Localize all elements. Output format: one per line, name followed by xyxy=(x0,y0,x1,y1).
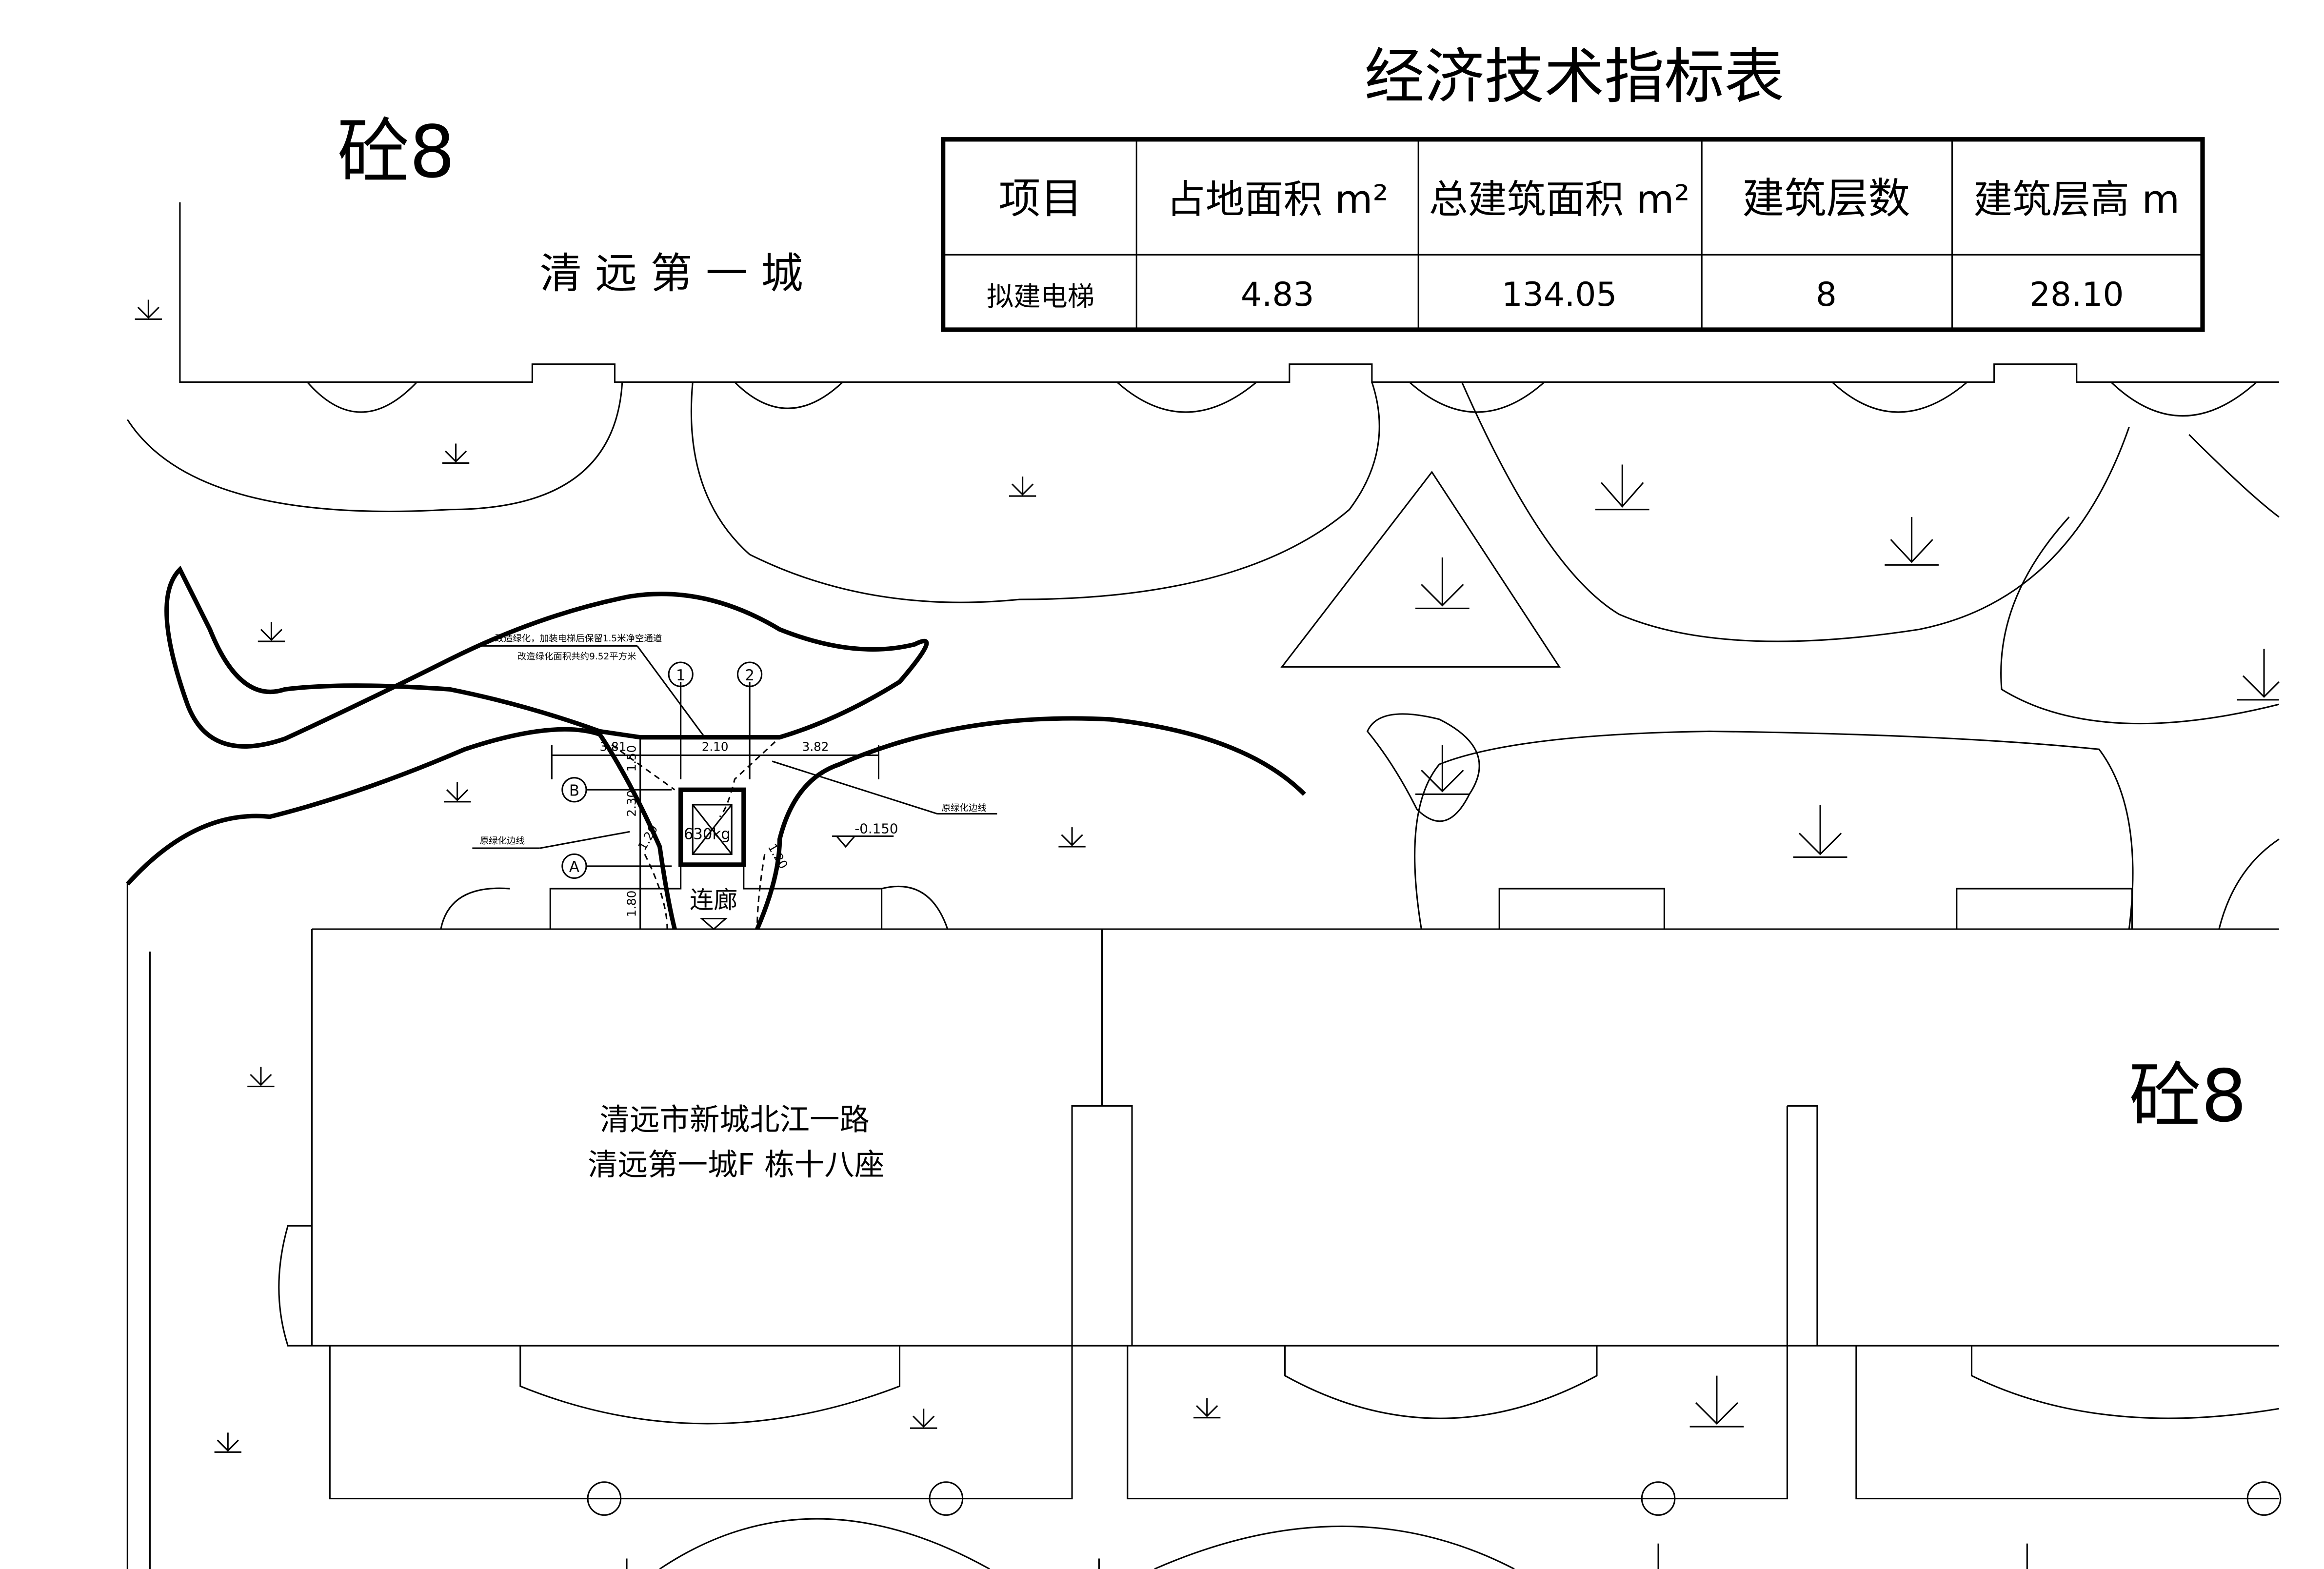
cell-item: 拟建电梯 xyxy=(987,281,1094,313)
elevator-capacity: 630kg xyxy=(684,826,731,843)
dim-v3: 1.80 xyxy=(624,891,638,917)
header-floor-height: 建筑层高 m xyxy=(1973,177,2180,222)
note-line-1: 改造绿化，加装电梯后保留1.5米净空通道 xyxy=(495,634,662,644)
green-boundary-upper xyxy=(164,565,929,749)
cell-floor-height: 28.10 xyxy=(2029,275,2124,314)
concrete-label-right: 砼8 xyxy=(2129,1054,2246,1138)
estate-name: 清 远 第 一 城 xyxy=(540,249,803,298)
dim-left-width: 3.81 xyxy=(600,739,627,754)
drainage-arrow-icons xyxy=(135,299,2280,1569)
dim-v2: 2.30 xyxy=(624,790,638,817)
axis-2: 2 xyxy=(745,667,755,684)
address-line-1: 清远市新城北江一路 xyxy=(600,1103,870,1137)
concrete-label-top: 砼8 xyxy=(338,110,455,194)
axis-b: B xyxy=(569,782,579,800)
note-line-2: 改造绿化面积共约9.52平方米 xyxy=(517,652,636,662)
main-building-outline xyxy=(278,928,2279,1500)
header-floors: 建筑层数 xyxy=(1742,174,1910,223)
corridor-label: 连廊 xyxy=(690,886,737,914)
header-total-area: 总建筑面积 m² xyxy=(1429,177,1690,222)
axis-1: 1 xyxy=(676,667,686,684)
green-boundary-left xyxy=(125,727,677,930)
cell-total-area: 134.05 xyxy=(1502,275,1617,314)
original-green-edge-right: 原绿化边线 xyxy=(942,803,987,813)
dim-right-width: 3.82 xyxy=(802,739,829,754)
table-title: 经济技术指标表 xyxy=(1365,42,1785,112)
dim-center-width: 2.10 xyxy=(702,739,729,754)
elevation-label: -0.150 xyxy=(854,820,898,836)
cell-floors: 8 xyxy=(1816,275,1837,314)
economic-indicator-table: 经济技术指标表 项目 占地面积 m² 总建筑面积 m² 建筑层数 建筑层高 m … xyxy=(941,42,2205,332)
top-building-outline xyxy=(179,202,2279,383)
cell-land-area: 4.83 xyxy=(1241,275,1314,314)
dim-v1: 1.50 xyxy=(624,745,638,772)
green-boundary-right xyxy=(755,716,1306,930)
dim-clear-right: 1.20 xyxy=(765,841,791,872)
header-land-area: 占地面积 m² xyxy=(1167,177,1389,222)
header-item: 项目 xyxy=(998,174,1082,223)
elevator-shaft: 630kg xyxy=(678,787,746,867)
axis-a: A xyxy=(569,858,579,876)
address-line-2: 清远第一城F 栋十八座 xyxy=(588,1148,884,1182)
original-green-edge-left: 原绿化边线 xyxy=(480,836,525,846)
